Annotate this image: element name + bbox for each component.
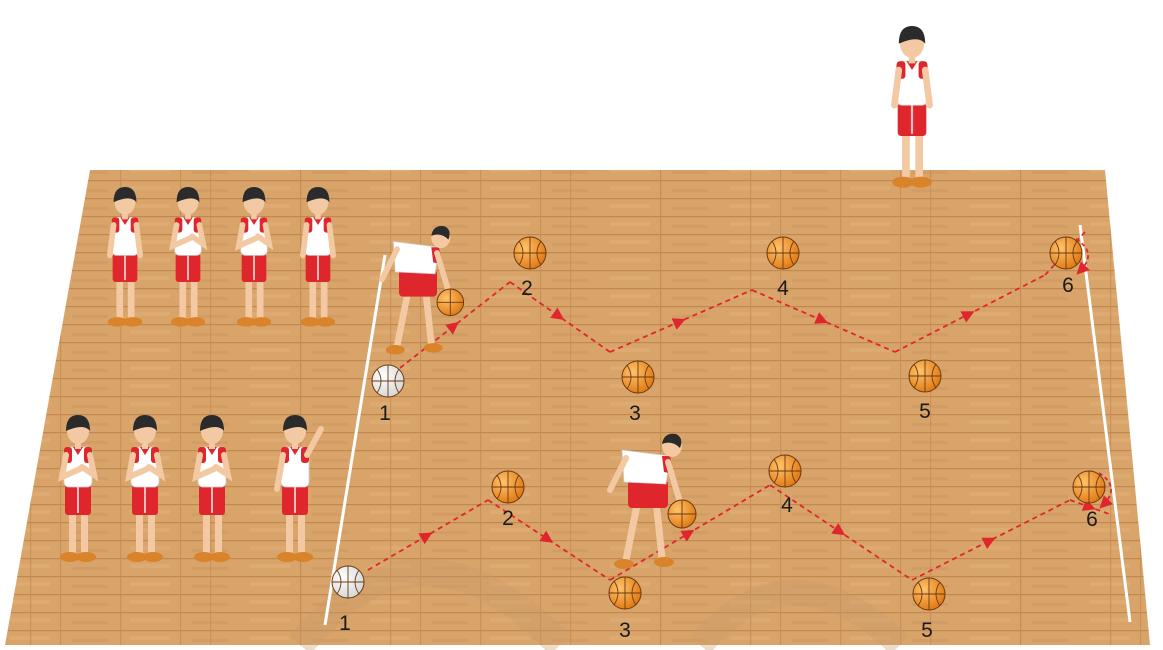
white-ball — [372, 365, 404, 397]
basketball — [769, 455, 801, 487]
basketball — [913, 578, 945, 610]
station-number: 5 — [921, 619, 933, 642]
basketball — [767, 237, 799, 269]
basketball — [1073, 471, 1105, 503]
dribbled-basketball — [668, 500, 696, 528]
station-number: 3 — [619, 619, 631, 642]
white-ball — [332, 566, 364, 598]
station-number: 2 — [521, 277, 533, 300]
coach — [892, 26, 932, 188]
station-number: 1 — [339, 612, 351, 635]
path-arrow — [426, 535, 428, 536]
path-arrow — [558, 316, 560, 317]
basketball — [609, 577, 641, 609]
station-number: 4 — [777, 277, 789, 300]
station-number: 4 — [781, 494, 793, 517]
station-number: 3 — [629, 402, 641, 425]
station-number: 6 — [1062, 274, 1074, 297]
station-number: 6 — [1086, 508, 1098, 531]
path-arrow — [678, 321, 681, 322]
basketball — [909, 360, 941, 392]
path-arrow — [821, 320, 824, 321]
basketball — [622, 361, 654, 393]
basketball — [514, 237, 546, 269]
station-number: 1 — [379, 402, 391, 425]
station-number: 5 — [919, 400, 931, 423]
basketball — [1050, 237, 1082, 269]
dribbled-basketball — [437, 289, 464, 316]
station-number: 2 — [502, 507, 514, 530]
basketball — [492, 471, 524, 503]
